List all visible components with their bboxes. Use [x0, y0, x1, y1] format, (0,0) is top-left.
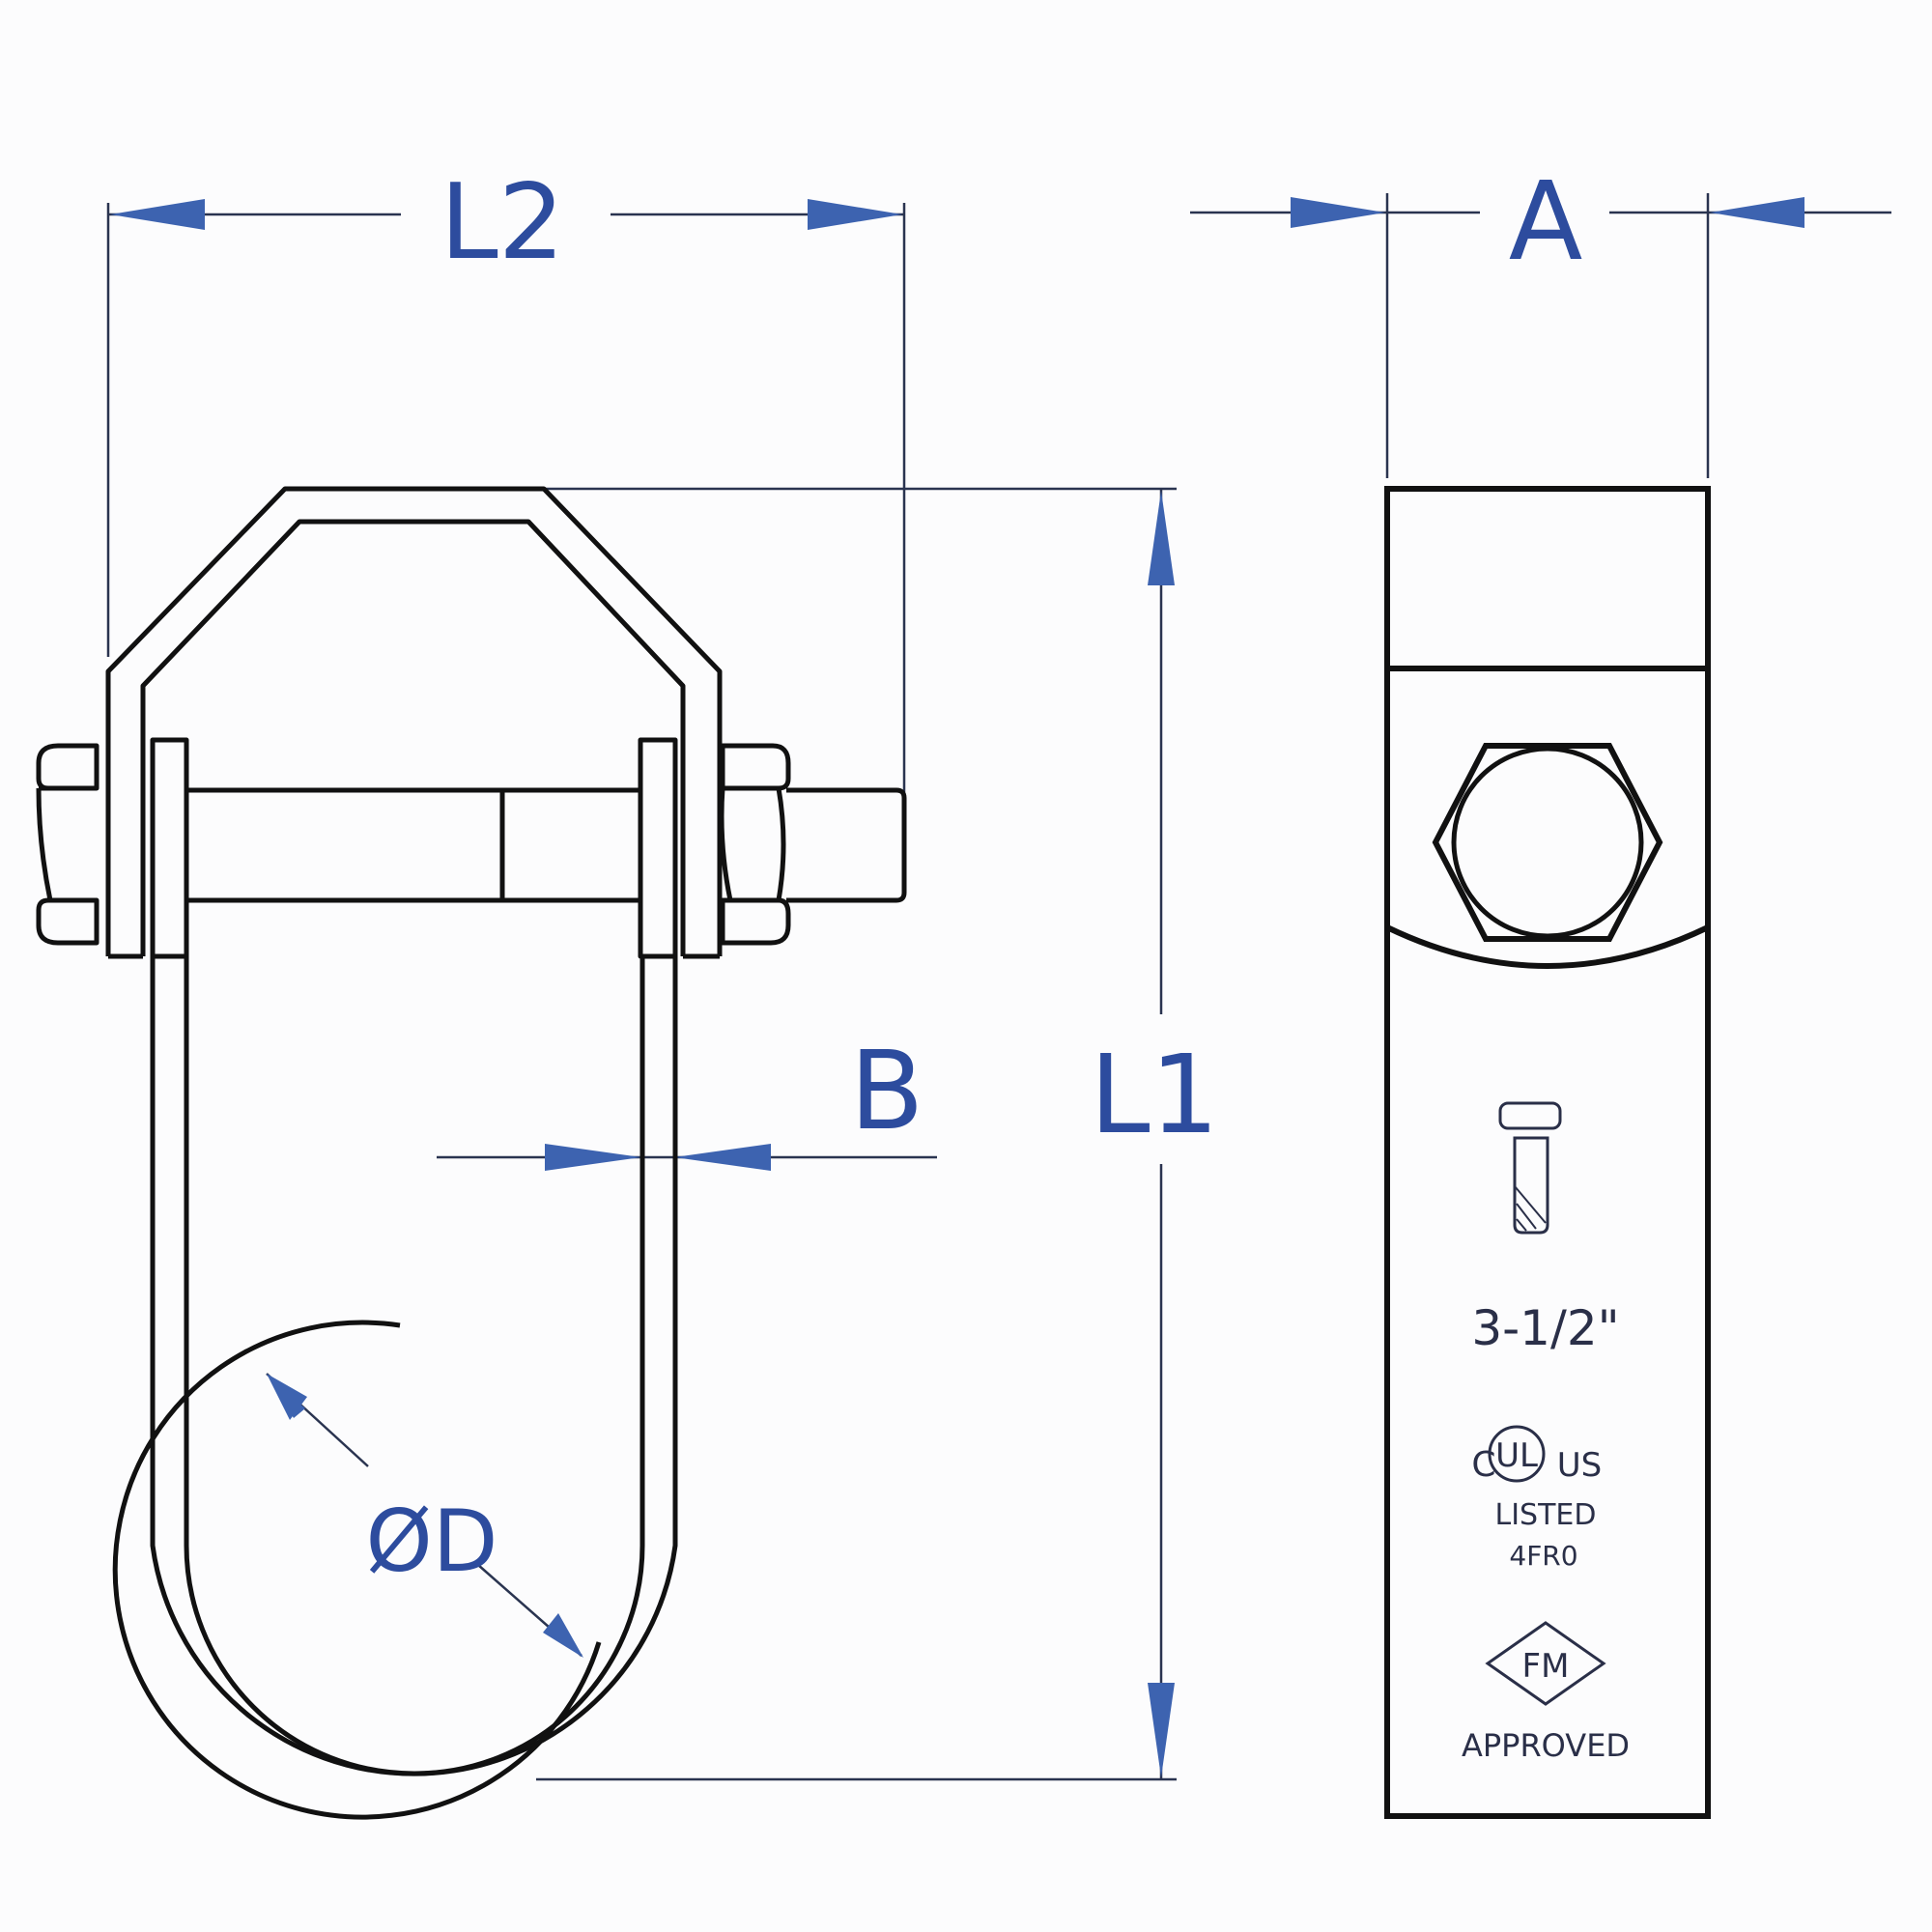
side-hex-bolt-circle	[1451, 746, 1644, 939]
right-ear-plate	[638, 737, 678, 959]
fm-text: FM	[1522, 1647, 1570, 1686]
pipe-band-inner	[184, 956, 645, 1776]
dimension-b	[437, 1144, 937, 1171]
clevis-outer-strap	[105, 486, 723, 956]
dimension-l2	[106, 199, 906, 792]
ul-listed-text: LISTED	[1495, 1498, 1597, 1532]
left-ear-plate	[150, 737, 189, 959]
fm-approved-text: APPROVED	[1462, 1727, 1630, 1764]
ul-us-text: US	[1557, 1446, 1602, 1485]
ul-listed-logo: C UL US LISTED 4FR0	[1471, 1425, 1602, 1572]
clevis-front-view	[36, 486, 907, 1820]
label-b: B	[850, 1029, 924, 1154]
clevis-side-view	[1384, 486, 1711, 1819]
pipe-circle	[112, 1320, 602, 1820]
right-hex-nut	[719, 743, 791, 946]
dimension-a	[1190, 193, 1891, 478]
fm-approved-logo: FM APPROVED	[1462, 1621, 1630, 1764]
side-hex-head	[1432, 743, 1663, 942]
left-hex-nut	[36, 743, 99, 946]
label-l2: L2	[440, 162, 565, 283]
side-view-band-curve	[1385, 924, 1710, 969]
bolt-marking-icon	[1498, 1101, 1562, 1235]
dimension-od	[266, 1373, 583, 1658]
side-view-outline	[1384, 486, 1711, 1819]
label-l1: L1	[1090, 1033, 1219, 1158]
bolt-shank	[184, 787, 643, 903]
label-a: A	[1509, 159, 1583, 285]
label-od: ØD	[365, 1492, 497, 1591]
clevis-inner-strap	[140, 519, 686, 744]
size-marking: 3-1/2"	[1471, 1300, 1619, 1356]
bolt-thread	[786, 787, 907, 903]
ul-center-text: UL	[1495, 1436, 1538, 1475]
ul-code-text: 4FR0	[1509, 1540, 1577, 1572]
dimension-l1	[536, 487, 1177, 1781]
